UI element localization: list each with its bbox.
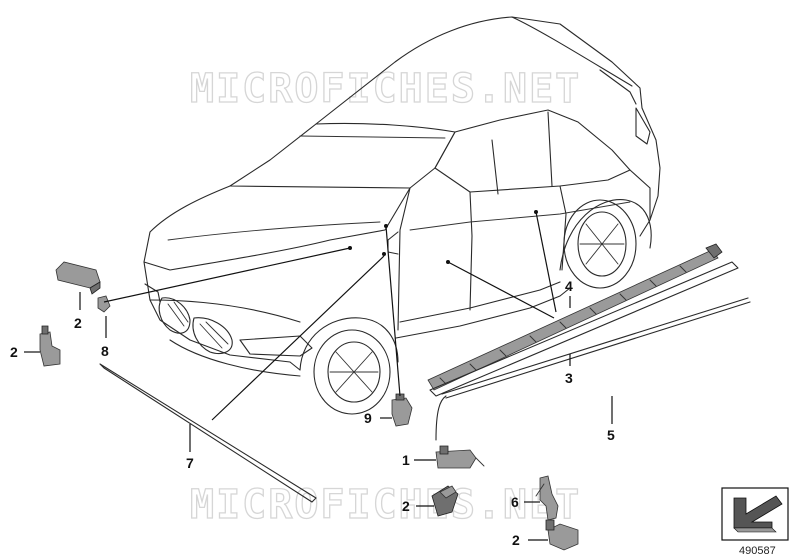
callout-2-bottom-middle: 2 xyxy=(402,498,410,514)
callout-1: 1 xyxy=(402,452,410,468)
callout-9: 9 xyxy=(364,410,372,426)
callout-8: 8 xyxy=(101,343,109,359)
car-outline xyxy=(143,16,661,415)
callout-4: 4 xyxy=(565,278,573,294)
callout-6: 6 xyxy=(511,494,519,510)
watermark-bottom: MICROFICHES.NET xyxy=(190,482,581,528)
sensor-module-left[interactable] xyxy=(55,261,101,295)
sill-seal-strip[interactable] xyxy=(429,261,739,397)
connector-small[interactable] xyxy=(97,295,111,313)
leader-lines xyxy=(24,211,613,541)
watermark-top: MICROFICHES.NET xyxy=(190,66,581,112)
callout-3: 3 xyxy=(565,370,573,386)
antenna-connector[interactable] xyxy=(435,445,485,469)
callout-2-left-middle: 2 xyxy=(10,344,18,360)
callout-2-bottom-right: 2 xyxy=(512,532,520,548)
callout-5: 5 xyxy=(607,427,615,443)
antenna-cable[interactable] xyxy=(435,297,751,441)
antenna-amplifier[interactable] xyxy=(391,393,413,427)
sill-trim-strip[interactable] xyxy=(427,243,723,391)
arrow-down-left-icon[interactable] xyxy=(721,487,789,541)
connector-block[interactable] xyxy=(545,519,579,551)
bracket-left[interactable] xyxy=(39,325,61,367)
antenna-lead-cable[interactable] xyxy=(99,363,317,503)
diagram-id: 490587 xyxy=(739,545,776,557)
bracket-six[interactable] xyxy=(535,475,559,521)
callout-2-left-top: 2 xyxy=(74,315,82,331)
callout-7: 7 xyxy=(186,455,194,471)
leader-dots xyxy=(348,210,538,264)
module-bottom[interactable] xyxy=(431,485,459,517)
